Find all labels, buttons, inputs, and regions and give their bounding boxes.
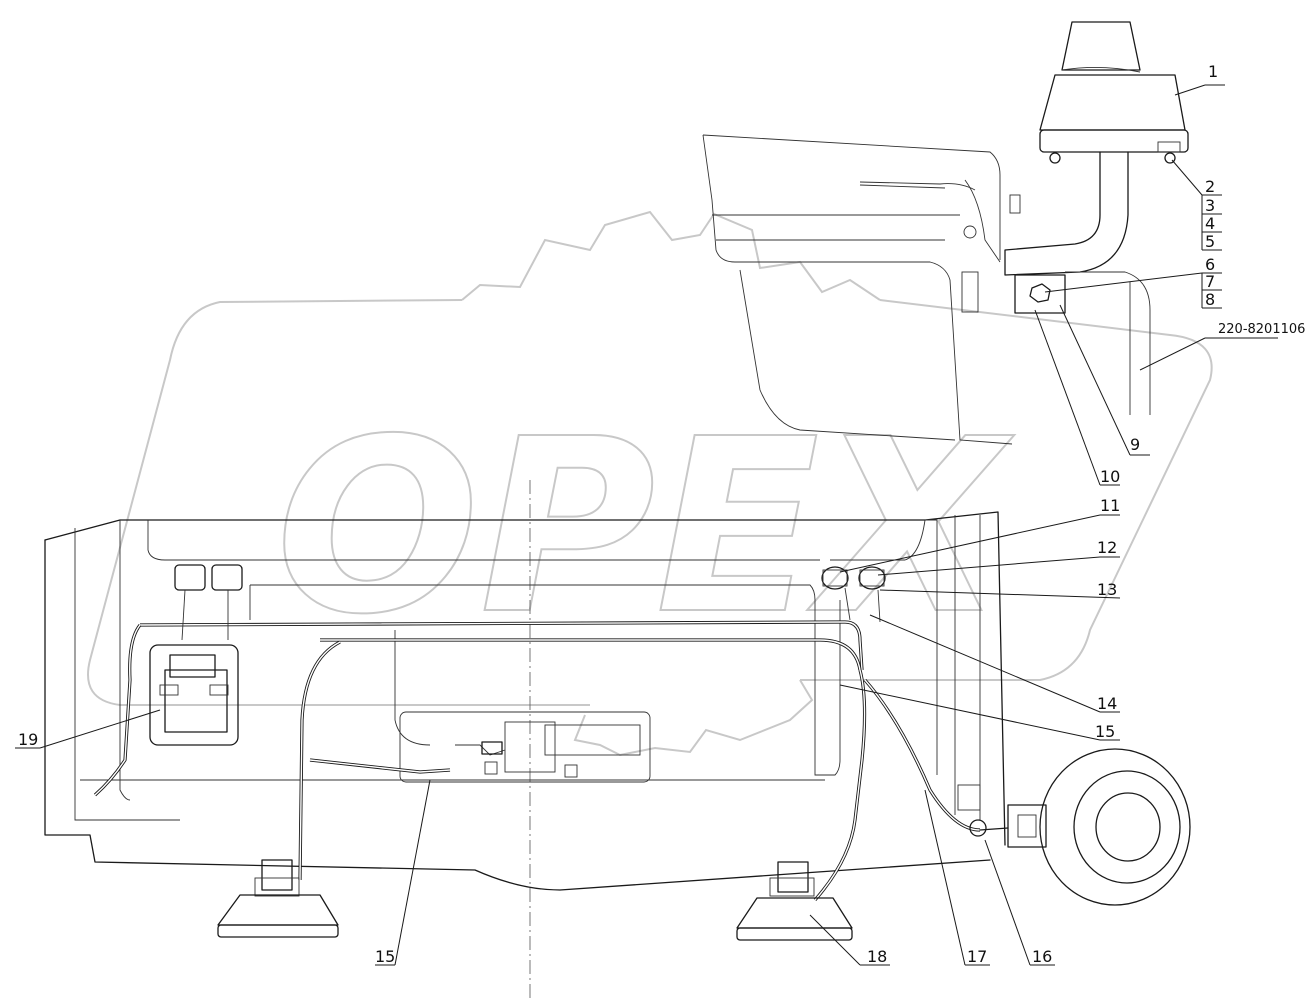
callout-3: 3	[1205, 196, 1215, 215]
callout-10: 10	[1100, 467, 1120, 486]
callout-ref-220-8201106: 220-8201106	[1218, 322, 1305, 337]
callout-8: 8	[1205, 290, 1215, 309]
work-lamp-right	[736, 861, 853, 941]
callout-2: 2	[1205, 177, 1215, 196]
beacon-lamp	[1004, 21, 1189, 415]
callout-18: 18	[867, 947, 887, 966]
watermark-text: OPEX	[276, 387, 1015, 667]
callout-12: 12	[1097, 538, 1117, 557]
watermark: OPEX	[87, 210, 1213, 757]
callout-19: 19	[18, 730, 38, 749]
leader-lines	[15, 84, 1278, 966]
callout-9: 9	[1130, 435, 1140, 454]
callout-11: 11	[1100, 496, 1120, 515]
work-lamp-left	[217, 859, 339, 938]
callout-15-bottom: 15	[375, 947, 395, 966]
cab-upper-outline	[702, 134, 1021, 445]
callout-7: 7	[1205, 272, 1215, 291]
callout-1: 1	[1208, 62, 1218, 81]
watermark-gear	[461, 210, 881, 757]
callout-14: 14	[1097, 694, 1117, 713]
horn	[979, 748, 1191, 906]
callout-13: 13	[1097, 580, 1117, 599]
callout-5: 5	[1205, 232, 1215, 251]
callout-4: 4	[1205, 214, 1215, 233]
callout-16: 16	[1032, 947, 1052, 966]
callouts: 1 2 3 4 5 6 7 8 220-8201106 9 10 11 12 1…	[18, 62, 1305, 966]
callout-15-right: 15	[1095, 722, 1115, 741]
watermark-ring	[87, 299, 1213, 706]
wire-harness	[93, 587, 987, 902]
cab-body	[44, 511, 1006, 891]
callout-6: 6	[1205, 255, 1215, 274]
callout-17: 17	[967, 947, 987, 966]
